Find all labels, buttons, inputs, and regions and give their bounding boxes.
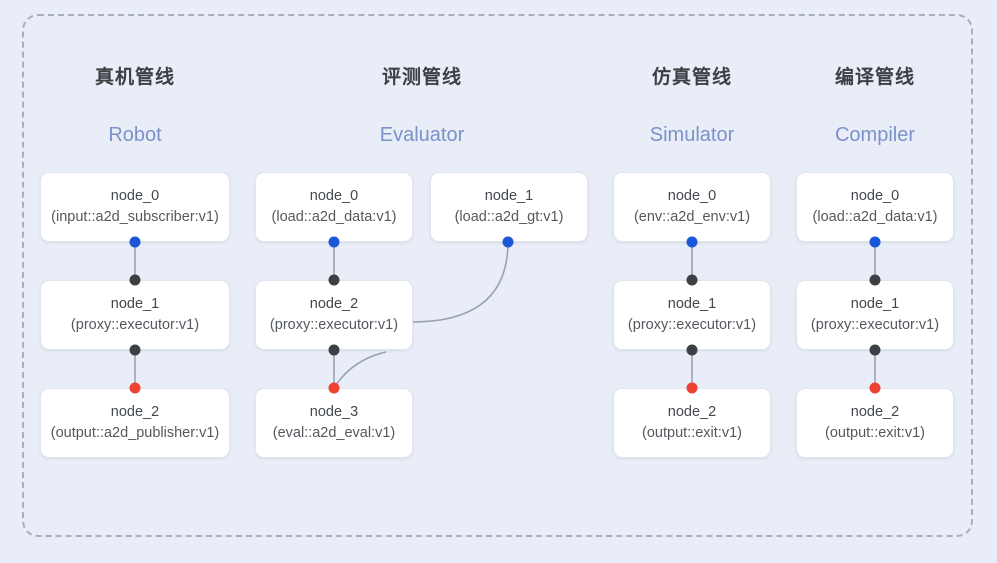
port-out-simulator-0[interactable]: [686, 236, 698, 248]
node-kind: (load::a2d_data:v1): [271, 209, 397, 225]
port-out-robot-1[interactable]: [129, 344, 141, 356]
port-in-evaluator-2[interactable]: [328, 274, 340, 286]
port-out-simulator-1[interactable]: [686, 344, 698, 356]
node-kind: (output::exit:v1): [642, 425, 742, 441]
pipeline-diagram-panel: [22, 14, 973, 537]
port-out-evaluator-2[interactable]: [328, 344, 340, 356]
node-compiler-0[interactable]: node_0 (load::a2d_data:v1): [796, 172, 954, 242]
node-compiler-2[interactable]: node_2 (output::exit:v1): [796, 388, 954, 458]
node-robot-0[interactable]: node_0 (input::a2d_subscriber:v1): [40, 172, 230, 242]
port-in-evaluator-3[interactable]: [328, 382, 340, 394]
node-kind: (proxy::executor:v1): [627, 317, 757, 333]
port-in-robot-1[interactable]: [129, 274, 141, 286]
node-kind: (load::a2d_data:v1): [812, 209, 938, 225]
column-title-simulator: 仿真管线: [651, 67, 732, 88]
node-name: node_0: [667, 188, 717, 204]
node-name: node_0: [309, 188, 359, 204]
port-out-robot-0[interactable]: [129, 236, 141, 248]
node-simulator-1[interactable]: node_1 (proxy::executor:v1): [613, 280, 771, 350]
node-name: node_2: [667, 404, 717, 420]
port-out-evaluator-gt[interactable]: [502, 236, 514, 248]
column-title-robot: 真机管线: [94, 67, 175, 88]
port-in-compiler-2[interactable]: [869, 382, 881, 394]
column-subtitle-compiler: Compiler: [834, 124, 916, 146]
node-name: node_1: [484, 188, 534, 204]
node-kind: (output::a2d_publisher:v1): [50, 425, 220, 441]
port-out-compiler-1[interactable]: [869, 344, 881, 356]
node-name: node_1: [850, 296, 900, 312]
column-subtitle-simulator: Simulator: [649, 124, 735, 146]
node-robot-1[interactable]: node_1 (proxy::executor:v1): [40, 280, 230, 350]
column-title-compiler: 编译管线: [834, 67, 915, 88]
node-evaluator-0[interactable]: node_0 (load::a2d_data:v1): [255, 172, 413, 242]
column-subtitle-robot: Robot: [108, 124, 162, 146]
node-name: node_1: [667, 296, 717, 312]
port-out-compiler-0[interactable]: [869, 236, 881, 248]
column-title-evaluator: 评测管线: [381, 67, 462, 88]
node-kind: (output::exit:v1): [825, 425, 925, 441]
port-in-compiler-1[interactable]: [869, 274, 881, 286]
node-kind: (eval::a2d_eval:v1): [272, 425, 396, 441]
port-in-simulator-1[interactable]: [686, 274, 698, 286]
node-name: node_0: [110, 188, 160, 204]
node-name: node_0: [850, 188, 900, 204]
node-simulator-2[interactable]: node_2 (output::exit:v1): [613, 388, 771, 458]
node-name: node_1: [110, 296, 160, 312]
node-name: node_3: [309, 404, 359, 420]
node-kind: (load::a2d_gt:v1): [454, 209, 564, 225]
port-out-evaluator-0[interactable]: [328, 236, 340, 248]
node-kind: (input::a2d_subscriber:v1): [51, 209, 219, 225]
node-evaluator-gt[interactable]: node_1 (load::a2d_gt:v1): [430, 172, 588, 242]
node-name: node_2: [850, 404, 900, 420]
node-compiler-1[interactable]: node_1 (proxy::executor:v1): [796, 280, 954, 350]
node-name: node_2: [110, 404, 160, 420]
port-in-simulator-2[interactable]: [686, 382, 698, 394]
node-kind: (proxy::executor:v1): [70, 317, 200, 333]
node-evaluator-3[interactable]: node_3 (eval::a2d_eval:v1): [255, 388, 413, 458]
column-subtitle-evaluator: Evaluator: [379, 124, 465, 146]
node-robot-2[interactable]: node_2 (output::a2d_publisher:v1): [40, 388, 230, 458]
node-kind: (env::a2d_env:v1): [633, 209, 751, 225]
node-kind: (proxy::executor:v1): [269, 317, 399, 333]
node-kind: (proxy::executor:v1): [810, 317, 940, 333]
node-simulator-0[interactable]: node_0 (env::a2d_env:v1): [613, 172, 771, 242]
node-name: node_2: [309, 296, 359, 312]
port-in-robot-2[interactable]: [129, 382, 141, 394]
node-evaluator-2[interactable]: node_2 (proxy::executor:v1): [255, 280, 413, 350]
